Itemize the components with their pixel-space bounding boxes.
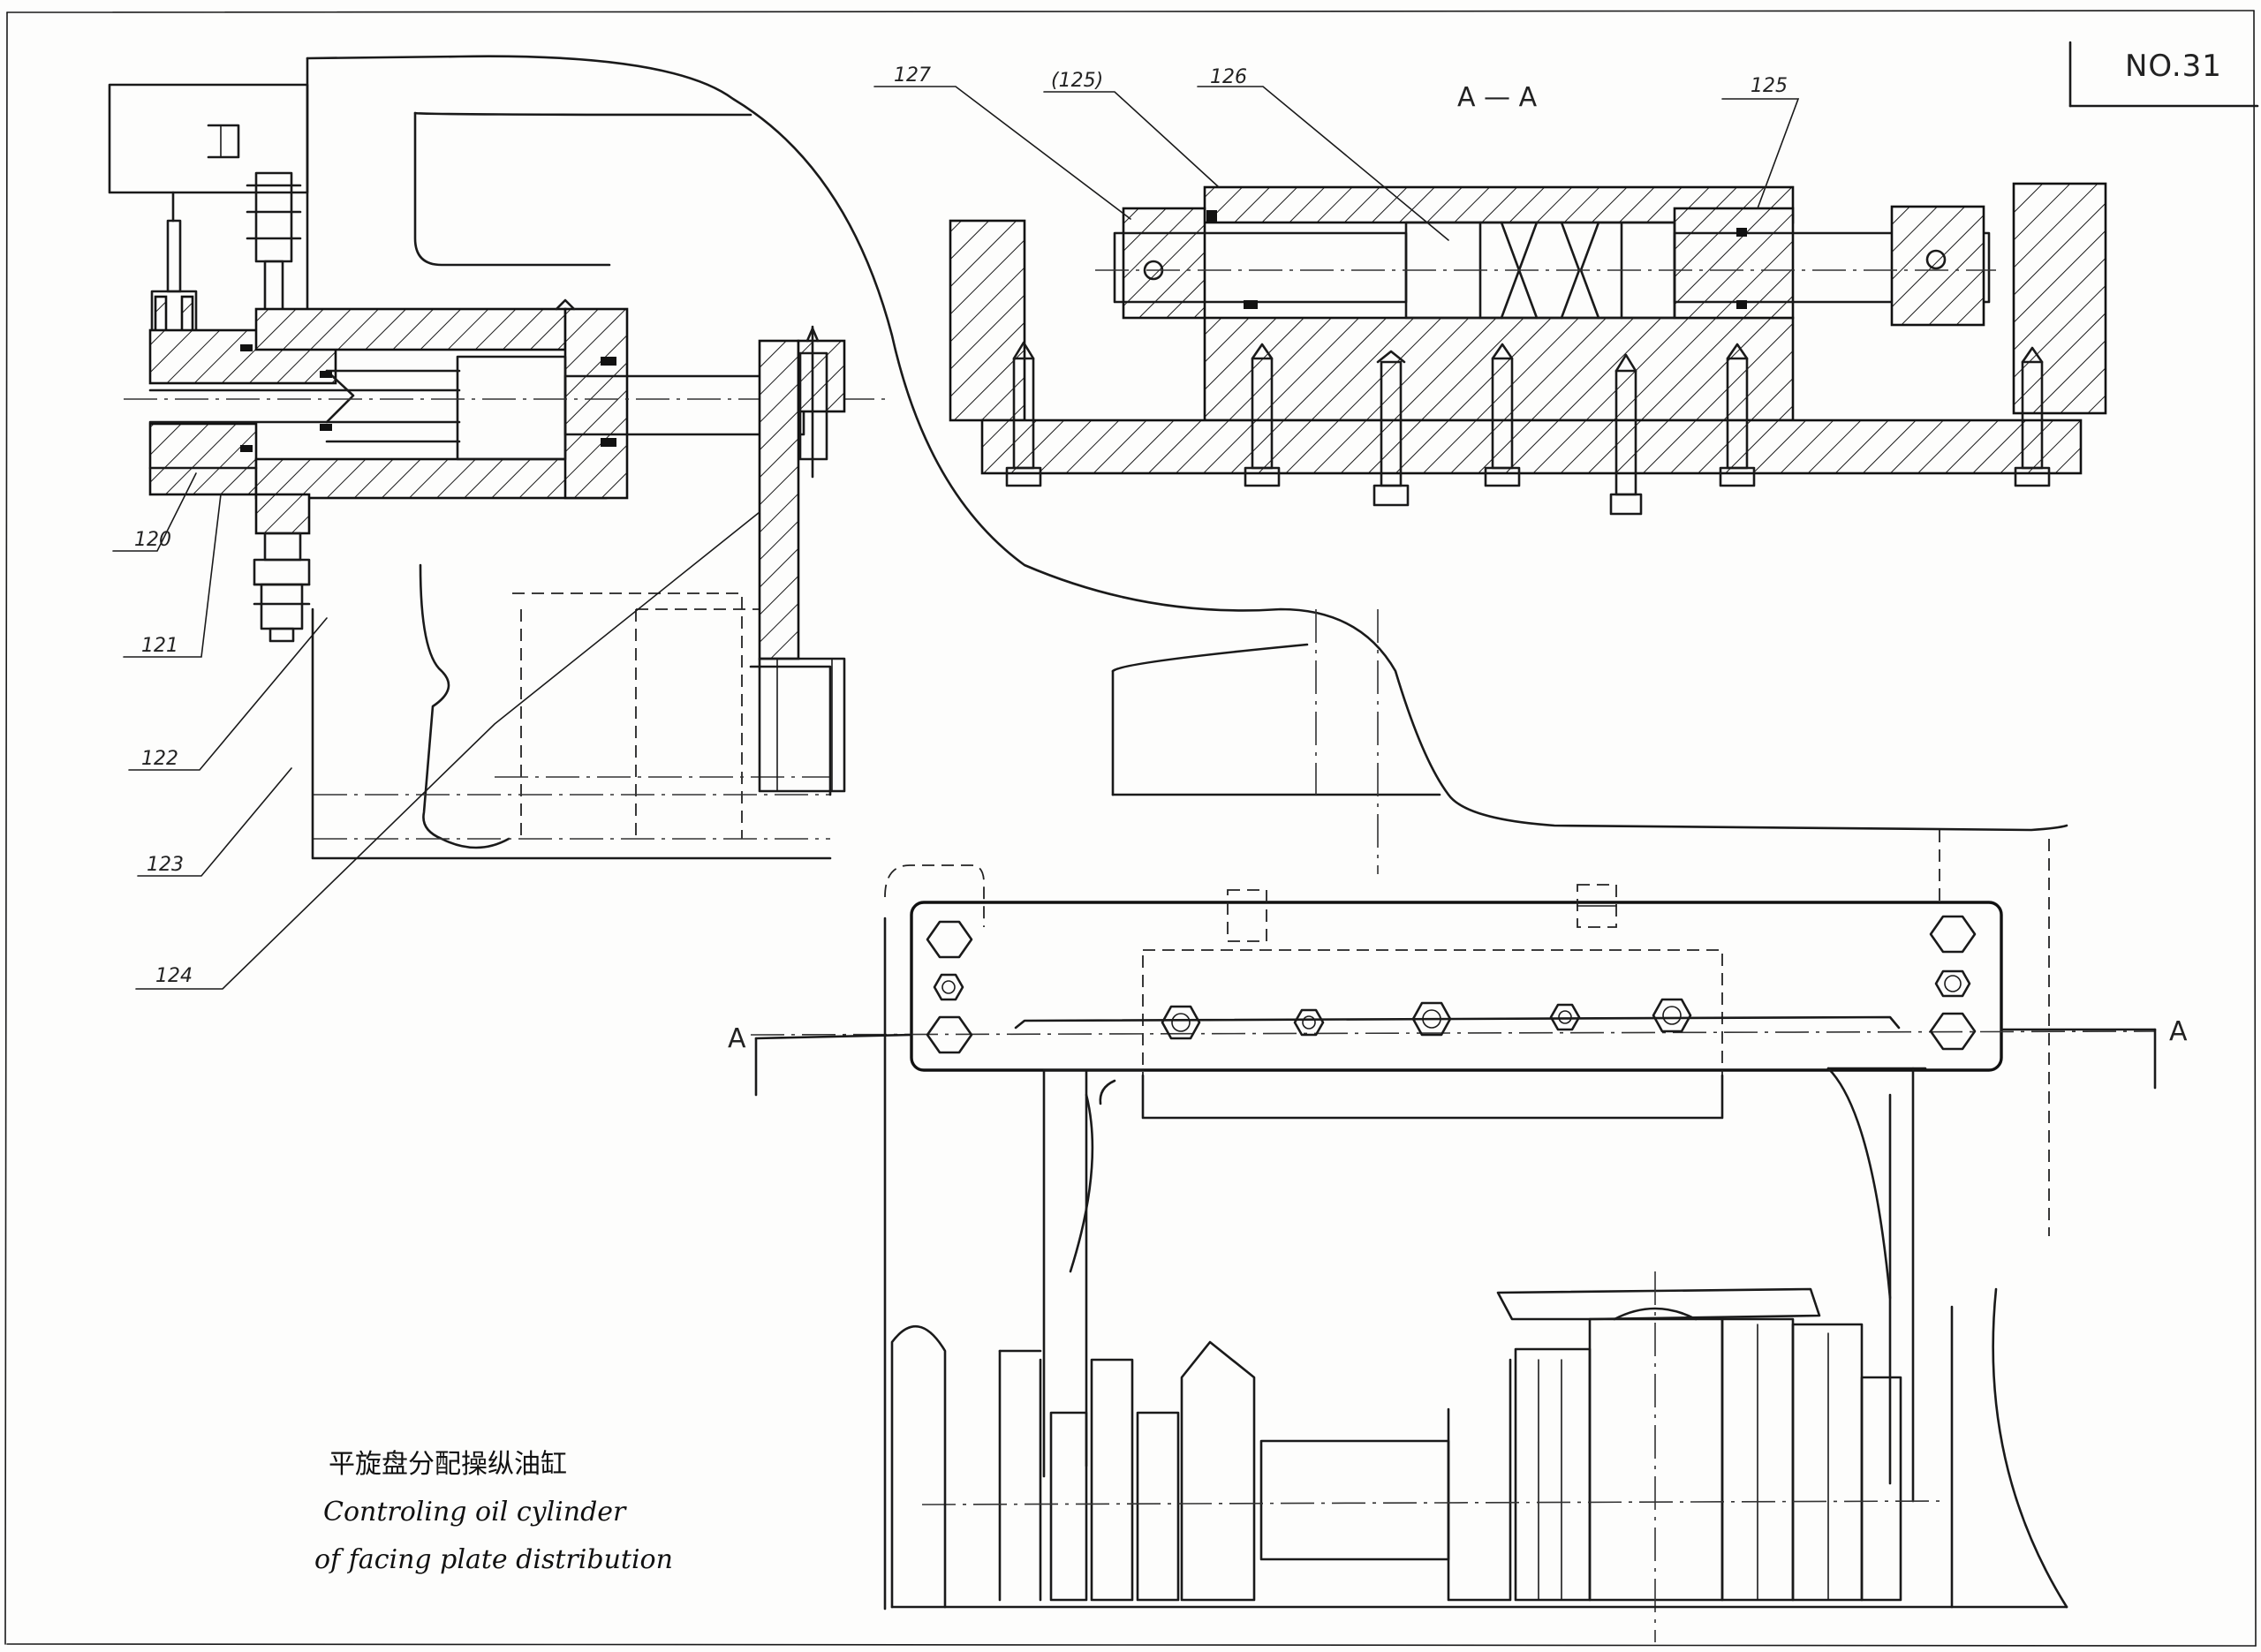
left-lower-valve xyxy=(253,493,311,643)
part-ref-122: 122 xyxy=(141,748,178,770)
bolt-aa-6 xyxy=(1719,343,1756,487)
bolt-aa-4 xyxy=(1484,343,1521,487)
left-cylinder-body xyxy=(124,298,892,500)
part-ref-120: 120 xyxy=(134,529,171,551)
bolt-aa-3 xyxy=(1372,350,1410,507)
bolt-aa-7 xyxy=(2014,346,2051,487)
section-marker-right: A xyxy=(2169,1016,2188,1047)
section-marker-left: A xyxy=(728,1023,746,1054)
caption-chinese: 平旋盘分配操纵油缸 xyxy=(329,1449,567,1480)
sheet-border xyxy=(4,10,2257,1647)
part-ref-126: 126 xyxy=(1210,66,1247,88)
left-frame-outline xyxy=(306,55,2068,874)
bolt-aa-1 xyxy=(1005,341,1042,487)
section-aa-bolts xyxy=(1005,341,2051,516)
section-view-label: A — A xyxy=(1457,82,1538,113)
sheet-number-box: NO.31 xyxy=(2068,41,2259,108)
part-ref-125-bracket: (125) xyxy=(1051,70,1103,92)
bolt-aa-2 xyxy=(1244,343,1281,487)
caption-english-line1: Controling oil cylinder xyxy=(323,1497,627,1528)
section-aa-leaders xyxy=(873,86,1800,241)
part-ref-124: 124 xyxy=(155,965,193,987)
left-end-bracket xyxy=(758,325,846,793)
part-ref-127: 127 xyxy=(894,64,931,87)
left-leaders xyxy=(112,472,760,990)
sheet-number: NO.31 xyxy=(2125,49,2222,84)
bottom-view xyxy=(750,830,2157,1642)
caption-english-line2: of facing plate distribution xyxy=(314,1544,673,1575)
drawing-caption: 平旋盘分配操纵油缸 Controling oil cylinder of fac… xyxy=(314,1449,673,1575)
part-ref-123: 123 xyxy=(147,854,184,876)
part-ref-121: 121 xyxy=(141,635,178,657)
bottom-bolt-heads xyxy=(926,915,1977,1054)
bottom-top-valves xyxy=(1227,884,1617,942)
section-aa xyxy=(949,182,2107,475)
bolt-aa-5 xyxy=(1609,353,1643,516)
part-ref-125: 125 xyxy=(1751,75,1788,97)
